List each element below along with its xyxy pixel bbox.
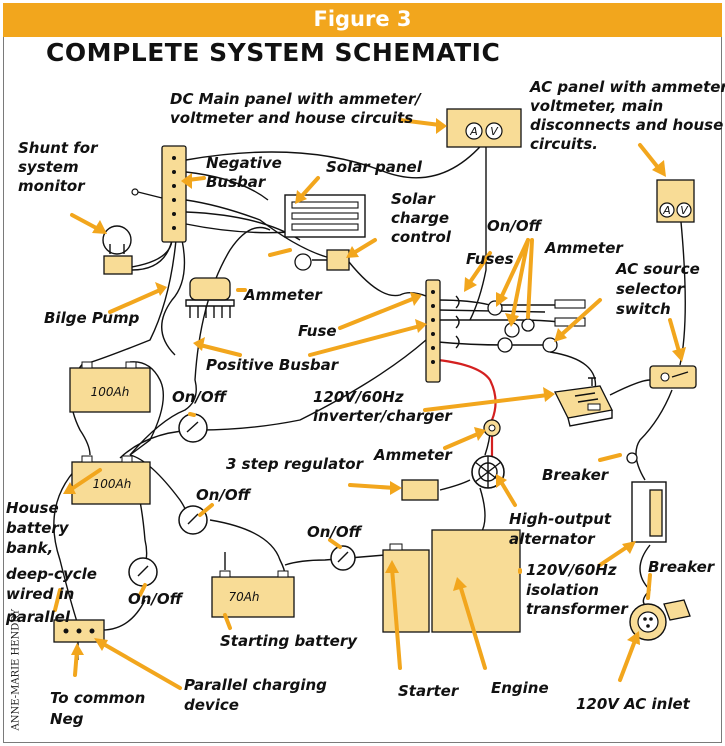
label-house-bank-5: wired in: [6, 585, 74, 603]
label-negative-busbar-2: Busbar: [206, 173, 267, 191]
label-fuses: Fuses: [466, 250, 514, 268]
solar-panel: [284, 194, 366, 238]
battery-2-capacity: 100Ah: [93, 477, 132, 491]
label-on-off-bottom: On/Off: [128, 590, 184, 608]
starter: [382, 549, 430, 633]
bilge-pump: [185, 277, 235, 318]
label-parallel-charging-1: Parallel charging: [184, 676, 327, 694]
label-engine: Engine: [491, 679, 549, 697]
label-solar-charge-3: control: [391, 228, 452, 246]
label-parallel-charging-2: device: [184, 696, 239, 714]
label-solar-charge-2: charge: [391, 209, 449, 227]
inverter-charger: [554, 377, 613, 427]
label-house-bank-4: deep-cycle: [6, 565, 97, 583]
label-shunt-3: monitor: [18, 177, 86, 195]
label-dc-panel-2: voltmeter and house circuits: [170, 109, 413, 127]
label-bilge-pump: Bilge Pump: [44, 309, 140, 327]
label-ac-panel-4: circuits.: [530, 135, 598, 153]
label-house-bank-2: battery: [6, 519, 70, 537]
label-3-step-regulator: 3 step regulator: [226, 455, 365, 473]
ammeter-symbol: A: [469, 125, 478, 138]
parallel-charging-device: [53, 619, 105, 643]
house-battery-2: 100Ah: [71, 455, 151, 505]
label-inverter-2: inverter/charger: [313, 407, 453, 425]
label-common-neg-2: Neg: [50, 710, 84, 728]
label-transformer-3: transformer: [526, 600, 629, 618]
label-on-off-top: On/Off: [487, 217, 543, 235]
dc-main-panel: A V: [446, 108, 522, 148]
on-off-switches: [128, 413, 356, 587]
label-house-bank-1: House: [6, 499, 59, 517]
label-positive-busbar: Positive Busbar: [206, 356, 340, 374]
label-ac-panel-3: disconnects and house: [530, 116, 723, 134]
label-shunt-2: system: [18, 158, 79, 176]
label-dc-panel-1: DC Main panel with ammeter/: [170, 90, 422, 108]
ac-ammeter-symbol: A: [662, 204, 671, 217]
battery-1-capacity: 100Ah: [91, 385, 130, 399]
label-ammeter-top: Ammeter: [544, 239, 624, 257]
leader-arrows: [53, 118, 686, 690]
label-starter: Starter: [398, 682, 460, 700]
label-breaker-1: Breaker: [542, 466, 610, 484]
ac-panel: A V: [656, 179, 695, 223]
label-shunt-1: Shunt for: [18, 139, 99, 157]
label-fuse: Fuse: [298, 322, 337, 340]
schematic-title: COMPLETE SYSTEM SCHEMATIC: [46, 38, 501, 67]
figure-banner: Figure 3: [3, 3, 722, 37]
label-solar-panel: Solar panel: [326, 158, 423, 176]
label-alternator-1: High-output: [509, 510, 612, 528]
label-on-off-mid: On/Off: [172, 388, 228, 406]
ac-voltmeter-symbol: V: [680, 204, 689, 217]
three-step-regulator: [401, 479, 439, 501]
label-ac-panel-1: AC panel with ammeter/: [529, 78, 725, 96]
shunt: [102, 225, 133, 275]
labels: DC Main panel with ammeter/ voltmeter an…: [5, 78, 725, 728]
label-alternator-2: alternator: [509, 530, 596, 548]
label-ac-panel-2: voltmeter, main: [530, 97, 663, 115]
engine: [431, 529, 521, 633]
label-ac-inlet: 120V AC inlet: [576, 695, 691, 713]
label-on-off-low: On/Off: [196, 486, 252, 504]
solar-charge-control: [294, 249, 350, 271]
label-starting-battery: Starting battery: [220, 632, 358, 650]
label-common-neg-1: To common: [50, 689, 145, 707]
isolation-transformer: [626, 452, 667, 543]
negative-busbar: [131, 145, 187, 243]
house-battery-1: 100Ah: [69, 361, 151, 413]
figure-number: Figure 3: [313, 7, 412, 31]
starting-battery-capacity: 70Ah: [228, 590, 259, 604]
label-ammeter-mid: Ammeter: [373, 446, 453, 464]
label-transformer-2: isolation: [526, 581, 599, 599]
label-ammeter-left: Ammeter: [243, 286, 323, 304]
label-transformer-1: 120V/60Hz: [526, 561, 617, 579]
label-negative-busbar-1: Negative: [206, 154, 282, 172]
fuses-and-ammeters: [455, 295, 586, 353]
ac-source-selector: [649, 365, 697, 389]
label-ac-selector-3: switch: [616, 300, 671, 318]
alternator-ammeter: [483, 419, 501, 437]
label-inverter-1: 120V/60Hz: [313, 388, 404, 406]
wiring: [53, 139, 686, 660]
label-ac-selector-2: selector: [616, 280, 686, 298]
label-breaker-2: Breaker: [648, 558, 716, 576]
label-house-bank-6: parallel: [5, 608, 71, 626]
label-solar-charge-1: Solar: [391, 190, 436, 208]
voltmeter-symbol: V: [490, 125, 499, 138]
label-ac-selector-1: AC source: [615, 260, 700, 278]
positive-busbar: [425, 279, 441, 383]
label-on-off-starter: On/Off: [307, 523, 363, 541]
starting-battery: 70Ah: [211, 570, 295, 618]
label-house-bank-3: bank,: [6, 539, 53, 557]
